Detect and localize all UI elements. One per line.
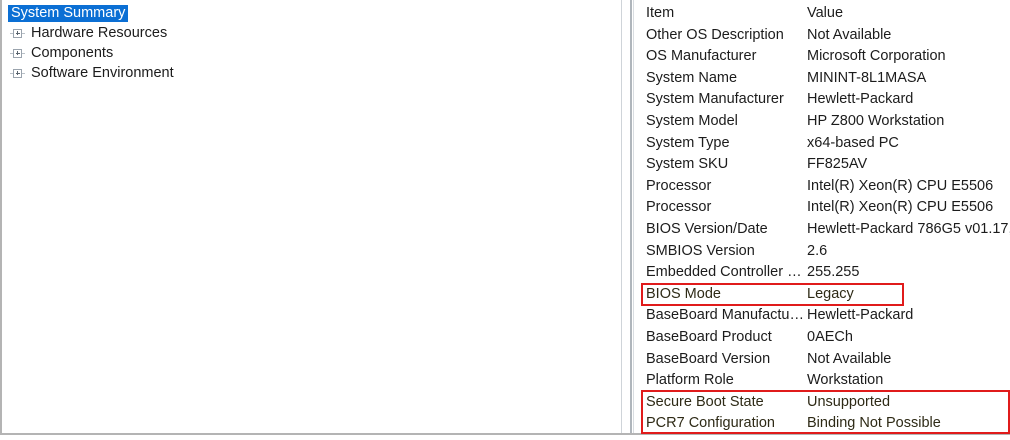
splitter-line-right: [633, 0, 634, 433]
column-header-item: Item: [646, 5, 675, 21]
detail-row[interactable]: BaseBoard Version Not Available: [634, 349, 1010, 371]
detail-row[interactable]: Processor Intel(R) Xeon(R) CPU E5506: [634, 176, 1010, 198]
detail-row[interactable]: Embedded Controller V...255.255: [634, 262, 1010, 284]
detail-item-label: Processor: [646, 199, 712, 216]
detail-row[interactable]: SMBIOS Version 2.6: [634, 241, 1010, 263]
detail-row[interactable]: OS Manufacturer Microsoft Corporation: [634, 46, 1010, 68]
detail-item-label: Other OS Description: [646, 26, 784, 43]
detail-item-label: System Name: [646, 69, 738, 86]
detail-row[interactable]: System Model HP Z800 Workstation: [634, 111, 1010, 133]
detail-item-label: System Model: [646, 112, 738, 129]
tree-item-hardware-resources[interactable]: Hardware Resources: [8, 23, 608, 43]
tree-item-components[interactable]: Components: [8, 43, 608, 63]
detail-item-label: PCR7 Configuration: [646, 415, 775, 432]
expander-connector: [10, 68, 28, 78]
detail-item-label: System Manufacturer: [646, 91, 784, 108]
detail-row[interactable]: System Name MININT-8L1MASA: [634, 68, 1010, 90]
detail-item-label: System SKU: [646, 156, 729, 173]
detail-item-label: SMBIOS Version: [646, 242, 755, 259]
detail-row[interactable]: Secure Boot State Unsupported: [634, 392, 1010, 414]
detail-item-label: BIOS Version/Date: [646, 220, 768, 237]
detail-item-value: HP Z800 Workstation: [807, 112, 945, 129]
tree-item-software-environment[interactable]: Software Environment: [8, 63, 608, 83]
detail-item-label: System Type: [646, 134, 730, 151]
pane-splitter[interactable]: [621, 0, 634, 433]
detail-item-value: 0AECh: [807, 328, 853, 345]
detail-item-value: FF825AV: [807, 156, 868, 173]
detail-item-value: Hewlett-Packard: [807, 307, 914, 324]
splitter-line-left: [621, 0, 622, 433]
detail-item-label: BaseBoard Version: [646, 350, 771, 367]
detail-item-value: Not Available: [807, 350, 892, 367]
detail-item-value: Legacy: [807, 285, 854, 302]
detail-item-label: Processor: [646, 177, 712, 194]
detail-item-value: Microsoft Corporation: [807, 48, 946, 65]
expander-connector: [10, 48, 28, 58]
detail-row[interactable]: PCR7 Configuration Binding Not Possible: [634, 413, 1010, 433]
detail-row[interactable]: System SKU FF825AV: [634, 154, 1010, 176]
detail-header-row[interactable]: Item Value: [634, 3, 1010, 25]
detail-item-label: Embedded Controller V...: [646, 264, 806, 281]
detail-item-value: Not Available: [807, 26, 892, 43]
detail-item-label: BaseBoard Product: [646, 328, 772, 345]
tree-item-label: Components: [31, 44, 114, 61]
detail-item-value: Unsupported: [807, 393, 891, 410]
detail-item-value: Hewlett-Packard 786G5 v01.17, 8/: [807, 220, 1010, 237]
detail-row[interactable]: Other OS Description Not Available: [634, 25, 1010, 47]
detail-row[interactable]: Processor Intel(R) Xeon(R) CPU E5506: [634, 197, 1010, 219]
splitter-grip: [630, 0, 632, 433]
plus-box-icon[interactable]: [13, 48, 22, 58]
detail-item-label: BIOS Mode: [646, 285, 721, 302]
plus-box-icon[interactable]: [13, 28, 22, 38]
detail-item-label: Secure Boot State: [646, 393, 764, 410]
tree-item-label: Software Environment: [31, 64, 174, 81]
detail-item-value: Binding Not Possible: [807, 415, 941, 432]
detail-item-label: OS Manufacturer: [646, 48, 757, 65]
window-bottom-border: [0, 433, 1010, 435]
tree-item-label: System Summary: [8, 4, 129, 22]
window-left-border: [0, 0, 2, 434]
plus-box-icon[interactable]: [13, 68, 22, 78]
detail-item-value: Hewlett-Packard: [807, 91, 914, 108]
detail-item-value: 255.255: [807, 264, 860, 281]
expander-connector: [10, 28, 28, 38]
detail-row[interactable]: BIOS Version/Date Hewlett-Packard 786G5 v…: [634, 219, 1010, 241]
detail-row[interactable]: Platform Role Workstation: [634, 370, 1010, 392]
detail-item-value: Intel(R) Xeon(R) CPU E5506: [807, 199, 994, 216]
detail-item-value: MININT-8L1MASA: [807, 69, 927, 86]
detail-item-value: x64-based PC: [807, 134, 899, 151]
detail-item-value: 2.6: [807, 242, 828, 259]
tree-item-system-summary[interactable]: System Summary: [8, 3, 608, 23]
detail-item-label: Platform Role: [646, 372, 734, 389]
detail-row[interactable]: BaseBoard Product 0AECh: [634, 327, 1010, 349]
detail-item-value: Workstation: [807, 372, 884, 389]
detail-row[interactable]: System Manufacturer Hewlett-Packard: [634, 89, 1010, 111]
column-header-value: Value: [807, 5, 844, 21]
detail-row[interactable]: System Type x64-based PC: [634, 133, 1010, 155]
detail-item-label: BaseBoard Manufacturer: [646, 307, 806, 324]
detail-row[interactable]: BIOS Mode Legacy: [634, 284, 1010, 306]
detail-item-value: Intel(R) Xeon(R) CPU E5506: [807, 177, 994, 194]
tree-item-label: Hardware Resources: [31, 24, 168, 41]
